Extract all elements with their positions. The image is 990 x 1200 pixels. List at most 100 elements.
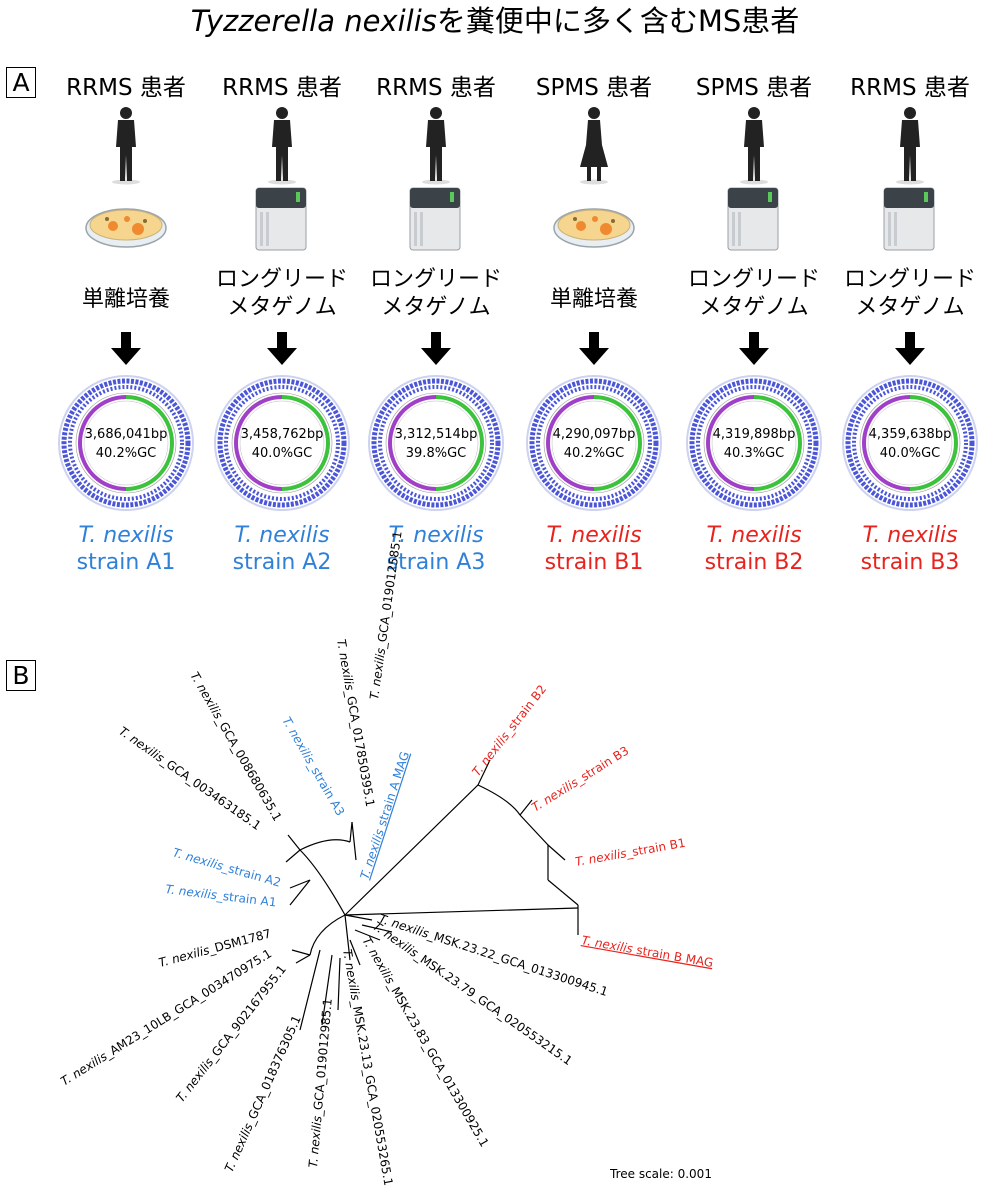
sequencer-icon bbox=[727, 187, 779, 251]
person-silhouette-icon bbox=[896, 107, 924, 185]
down-arrow-icon bbox=[111, 332, 141, 365]
circular-genome-map-icon bbox=[842, 375, 978, 511]
circular-genome-map-icon bbox=[368, 375, 504, 511]
leaf-species: T. nexilis bbox=[306, 1115, 324, 1168]
leaf-species: T. nexilis bbox=[574, 846, 628, 869]
genome-size: 4,290,097bp bbox=[552, 427, 636, 442]
leaf-species: T. nexilis bbox=[171, 845, 225, 873]
leaf-species: T. nexilis bbox=[358, 827, 387, 881]
leaf-species: T. nexilis bbox=[187, 670, 225, 722]
strain-species: T. nexilis bbox=[706, 523, 802, 548]
sequencer-icon bbox=[883, 187, 935, 251]
leaf-suffix: _GCA_019012985.1 bbox=[310, 998, 334, 1118]
tree-leaf-label: T. nexilis_strain A2 bbox=[171, 845, 282, 889]
method-label: 単離培養 bbox=[46, 286, 206, 314]
strain-id: strain B2 bbox=[704, 550, 804, 575]
method-label-line: ロングリード bbox=[843, 267, 976, 292]
method-label-line: メタゲノム bbox=[699, 295, 809, 320]
leaf-suffix: _MSK.23.83_GCA_013300925.1 bbox=[385, 979, 492, 1150]
down-arrow-icon bbox=[579, 332, 609, 365]
method-label: ロングリードメタゲノム bbox=[356, 266, 516, 322]
tree-leaf-label: T. nexilis_GCA_019012585.1 bbox=[367, 530, 405, 700]
tree-leaf-label: T. nexilis strain B MAG bbox=[580, 933, 714, 970]
strain-id: strain A2 bbox=[232, 550, 332, 575]
panel-b-label: B bbox=[6, 660, 36, 691]
tree-leaf-label: T. nexilis_strain A1 bbox=[165, 882, 278, 910]
patient-label: RRMS 患者 bbox=[66, 75, 186, 101]
tree-branches bbox=[285, 759, 579, 1031]
gc-content: 40.2%GC bbox=[563, 446, 625, 461]
gc-content: 40.0%GC bbox=[879, 446, 941, 461]
leaf-suffix: _strain B3 bbox=[572, 743, 631, 787]
petri-dish-icon bbox=[85, 208, 167, 248]
method-label-line: メタゲノム bbox=[227, 295, 337, 320]
circular-genome-map-icon bbox=[214, 375, 350, 511]
leaf-species: T. nexilis bbox=[165, 882, 218, 902]
person-silhouette-icon bbox=[422, 107, 450, 185]
leaf-suffix: _strain A3 bbox=[305, 759, 348, 819]
tree-scale-label: Tree scale: 0.001 bbox=[610, 1167, 712, 1181]
leaf-suffix: _strain A2 bbox=[220, 859, 282, 889]
method-label-line: 単離培養 bbox=[81, 287, 170, 312]
genome-size: 4,359,638bp bbox=[868, 427, 952, 442]
genome-size: 4,319,898bp bbox=[712, 427, 796, 442]
patient-label: SPMS 患者 bbox=[695, 75, 813, 101]
leaf-species: T. nexilis bbox=[157, 943, 211, 970]
sequencer-icon bbox=[255, 187, 307, 251]
strain-species: T. nexilis bbox=[234, 523, 330, 548]
petri-dish-icon bbox=[553, 208, 635, 248]
method-label-line: ロングリード bbox=[687, 267, 820, 292]
strain-id: strain B3 bbox=[860, 550, 960, 575]
method-label-line: ロングリード bbox=[369, 267, 502, 292]
genome-size: 3,686,041bp bbox=[84, 427, 168, 442]
leaf-species: T. nexilis bbox=[173, 1055, 216, 1105]
panel-a-label: A bbox=[6, 67, 36, 98]
method-label: ロングリードメタゲノム bbox=[830, 266, 990, 322]
person-silhouette-icon bbox=[112, 107, 140, 185]
tree-leaf-label: T. nexilis_GCA_017850395.1 bbox=[334, 638, 377, 808]
leaf-suffix: strain B MAG bbox=[632, 942, 715, 970]
down-arrow-icon bbox=[421, 332, 451, 365]
leaf-species: T. nexilis bbox=[367, 647, 388, 700]
leaf-suffix: _MSK.23.13_GCA_020553265.1 bbox=[349, 998, 396, 1187]
patient-label: RRMS 患者 bbox=[850, 75, 970, 101]
title-species: Tyzzerella nexilis bbox=[190, 4, 437, 38]
method-label-line: 単離培養 bbox=[549, 287, 638, 312]
leaf-species: T. nexilis bbox=[58, 1049, 109, 1088]
strain-species: T. nexilis bbox=[78, 523, 174, 548]
circular-genome-map-icon bbox=[686, 375, 822, 511]
strain-id: strain A1 bbox=[76, 550, 176, 575]
method-label: ロングリードメタゲノム bbox=[674, 266, 834, 322]
method-label: ロングリードメタゲノム bbox=[202, 266, 362, 322]
page-title: Tyzzerella nexilisを糞便中に多く含むMS患者 bbox=[0, 0, 990, 40]
genome-stats: 4,319,898bp 40.3%GC bbox=[674, 425, 834, 463]
circular-genome-map-icon bbox=[526, 375, 662, 511]
genome-stats: 4,290,097bp 40.2%GC bbox=[514, 425, 674, 463]
patient-label: SPMS 患者 bbox=[535, 75, 653, 101]
strain-species: T. nexilis bbox=[388, 523, 484, 548]
leaf-species: T. nexilis bbox=[116, 724, 167, 765]
method-label-line: メタゲノム bbox=[381, 295, 491, 320]
tree-leaf-label: T. nexilis_strain B2 bbox=[469, 682, 549, 779]
leaf-species: T. nexilis bbox=[340, 948, 363, 1002]
patient-label: RRMS 患者 bbox=[376, 75, 496, 101]
down-arrow-icon bbox=[739, 332, 769, 365]
leaf-suffix: _strain B2 bbox=[501, 682, 550, 739]
sequencer-icon bbox=[409, 187, 461, 251]
gc-content: 40.3%GC bbox=[723, 446, 785, 461]
leaf-species: T. nexilis bbox=[222, 1121, 256, 1174]
genome-size: 3,312,514bp bbox=[394, 427, 478, 442]
leaf-suffix: strain A MAG bbox=[374, 750, 412, 832]
leaf-species: T. nexilis bbox=[334, 638, 357, 692]
gc-content: 40.0%GC bbox=[251, 446, 313, 461]
leaf-suffix: _strain B1 bbox=[624, 836, 686, 860]
leaf-suffix: _GCA_018376305.1 bbox=[243, 1013, 304, 1127]
leaf-suffix: _GCA_017850395.1 bbox=[343, 688, 377, 808]
